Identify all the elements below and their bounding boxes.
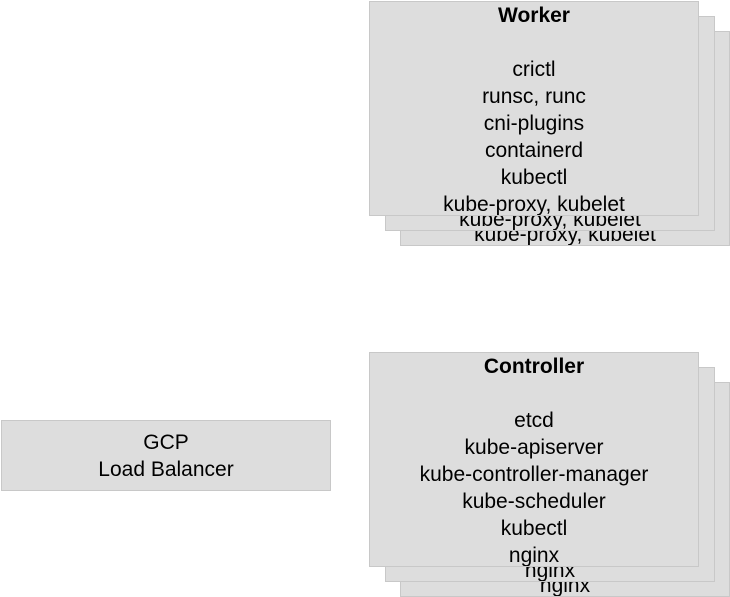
worker-component: crictl <box>512 58 556 81</box>
worker-component: runsc, runc <box>482 85 586 108</box>
controller-component: kubectl <box>500 517 568 540</box>
worker-component: cni-plugins <box>483 112 585 135</box>
controller-title: Controller <box>483 355 585 378</box>
worker-title: Worker <box>498 4 570 27</box>
load-balancer-label: Load Balancer <box>98 458 234 481</box>
worker-node-box: Worker crictl runsc, runc cni-plugins co… <box>369 1 699 216</box>
worker-components-list: crictl runsc, runc cni-plugins container… <box>370 56 698 216</box>
load-balancer-box: GCP Load Balancer <box>1 420 331 491</box>
worker-component: kube-proxy, kubelet <box>443 193 625 216</box>
controller-components-list: etcd kube-apiserver kube-controller-mana… <box>370 407 698 567</box>
controller-component: kube-apiserver <box>464 436 604 459</box>
worker-component: containerd <box>484 139 584 162</box>
controller-component: nginx <box>508 544 560 567</box>
controller-component: kube-controller-manager <box>419 463 649 486</box>
worker-component: kubectl <box>500 166 568 189</box>
load-balancer-provider: GCP <box>143 431 189 454</box>
controller-node-box: Controller etcd kube-apiserver kube-cont… <box>369 352 699 567</box>
controller-component: etcd <box>514 409 554 432</box>
controller-component: kube-scheduler <box>462 490 606 513</box>
